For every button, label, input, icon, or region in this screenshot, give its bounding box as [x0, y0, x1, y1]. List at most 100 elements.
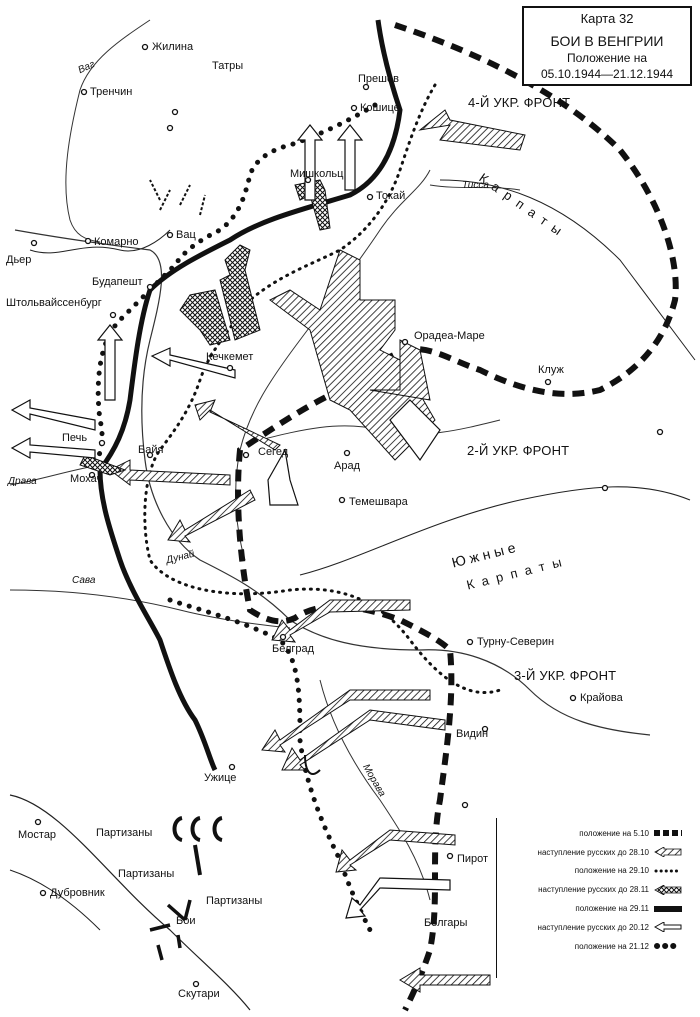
- legend-row-position-0510: положение на 5.10: [503, 824, 682, 843]
- city-label-komarno: Комарно: [94, 236, 139, 248]
- front-line-2112-south: [167, 597, 373, 933]
- advance-arrow-szeged: [194, 399, 281, 451]
- front-label-4ukr: 4-Й УКР. ФРОНТ: [468, 95, 571, 110]
- battle-label: Бои: [176, 915, 196, 927]
- partisan-symbol-2: [190, 816, 201, 842]
- front-label-3ukr: 3-Й УКР. ФРОНТ: [514, 668, 617, 683]
- front-line-2112: [92, 102, 378, 468]
- partisan-arrow-belgrade: [304, 754, 321, 775]
- advance-arrow-budapest: [219, 244, 261, 341]
- advance-arrow-west-1: [10, 398, 96, 431]
- river-vag: [65, 19, 151, 243]
- city-label-dyer: Дьер: [6, 254, 32, 266]
- map-subtitle-2: 05.10.1944—21.12.1944: [540, 67, 674, 81]
- map-title: БОИ В ВЕНГРИИ: [550, 33, 664, 49]
- advance-arrow-east: [418, 109, 526, 151]
- city-label-koshice: Кошице: [360, 102, 400, 114]
- city-label-mishkolts: Мишкольц: [290, 168, 344, 180]
- partisan-label-1: Партизаны: [96, 827, 153, 839]
- river-label-sava: Сава: [72, 575, 96, 586]
- map-title-box: Карта 32 БОИ В ВЕНГРИИ Положение на 05.1…: [522, 6, 692, 86]
- city-label-preshov: Прешов: [358, 73, 399, 85]
- map-subtitle-1: Положение на: [566, 51, 648, 65]
- border-east: [439, 179, 696, 361]
- front-line-2911: [97, 19, 403, 772]
- river-tisza-upper: [429, 184, 521, 191]
- advance-arrow-szeged-open: [267, 448, 299, 506]
- city-label-budapesht: Будапешт: [92, 276, 143, 288]
- city-label-pech: Печь: [62, 432, 88, 444]
- partisan-battle-arrows: [149, 899, 192, 961]
- advance-arrow-north-2: [336, 124, 364, 191]
- city-label-mostar: Мостар: [18, 829, 57, 841]
- city-label-uzhitse: Ужице: [204, 772, 237, 784]
- border-south-carpathian: [299, 486, 691, 576]
- advance-arrow-segedsouth: [167, 489, 256, 543]
- front-label-2ukr: 2-Й УКР. ФРОНТ: [467, 443, 570, 458]
- city-label-seged: Сегед: [258, 446, 289, 458]
- legend-symbol-hatched-arrow: [654, 847, 682, 858]
- city-label-pirot: Пирот: [457, 853, 489, 865]
- city-label-mohach: Мохач: [70, 473, 103, 485]
- coastline-adriatic: [9, 794, 251, 1011]
- legend-symbol-small-dots: [654, 869, 682, 873]
- legend-symbol-thick-dash: [654, 830, 682, 837]
- advance-arrow-stuhl: [96, 324, 124, 401]
- advance-arrow-south-2: [281, 709, 446, 771]
- city-label-kechkemet: Кечкемет: [206, 351, 254, 363]
- city-label-zhilina: Жилина: [152, 41, 194, 53]
- city-label-baya: Байя: [138, 444, 164, 456]
- city-label-krayova: Крайова: [580, 692, 623, 704]
- city-label-shtolvaissenburg: Штольвайссенбург: [6, 297, 102, 309]
- legend-symbol-solid-line: [654, 905, 682, 912]
- advance-arrow-kecs-open: [150, 347, 236, 379]
- city-label-dubrovnik: Дубровник: [50, 887, 105, 899]
- river-tisza: [235, 169, 431, 561]
- river-label-drava: Драва: [8, 476, 37, 487]
- legend-symbol-open-arrow: [654, 922, 682, 933]
- legend-row-position-2911: положение на 29.11: [503, 899, 682, 918]
- legend-symbol-big-dots: [654, 943, 682, 950]
- city-label-vidin: Видин: [456, 728, 489, 740]
- advance-arrow-north-1: [296, 124, 324, 201]
- front-line-2910: [143, 83, 502, 695]
- advance-arrow-south-1: [261, 689, 431, 753]
- city-label-kluzh: Клуж: [538, 364, 564, 376]
- advance-arrow-mohacs: [79, 454, 127, 476]
- river-morava: [319, 679, 431, 901]
- advance-arrow-pirot: [335, 829, 456, 873]
- legend-row-advance-2012: наступление русских до 20.12: [503, 918, 682, 937]
- river-sava: [9, 589, 291, 629]
- advance-arrow-west-2: [10, 436, 96, 460]
- advance-arrow-baja: [109, 459, 231, 486]
- legend-row-position-2112: положение на 21.12: [503, 937, 682, 956]
- city-label-vats: Вац: [176, 229, 196, 241]
- city-label-bolgary: Болгары: [424, 917, 468, 929]
- advance-arrow-pirot-open: [345, 877, 451, 919]
- city-label-belgrad: Белград: [272, 643, 315, 655]
- river-label-tisa: Тисса: [462, 180, 489, 191]
- city-label-oradea: Орадеа-Маре: [414, 330, 485, 342]
- region-label-tatry: Татры: [212, 60, 244, 72]
- map-number: Карта 32: [580, 11, 634, 26]
- partisan-arrow-south: [193, 844, 202, 876]
- advance-arrow-oradea-open: [389, 399, 441, 462]
- legend-row-advance-2810: наступление русских до 28.10: [503, 843, 682, 862]
- legend-symbol-crosshatch-arrow: [654, 884, 682, 895]
- city-markers: [30, 43, 664, 988]
- city-label-skutari: Скутари: [178, 988, 220, 1000]
- city-label-temeshvara: Темешвара: [349, 496, 408, 508]
- advance-arrow-belgrade: [271, 599, 411, 643]
- river-danube: [14, 229, 651, 736]
- partisan-label-2: Партизаны: [118, 868, 175, 880]
- city-label-trenchin: Тренчин: [90, 86, 133, 98]
- partisan-label-3: Партизаны: [206, 895, 263, 907]
- counter-arrow-1: [149, 179, 206, 216]
- legend-row-position-2910: положение на 29.10: [503, 862, 682, 881]
- legend-row-advance-2811: наступление русских до 28.11: [503, 880, 682, 899]
- partisan-symbol-3: [212, 816, 223, 842]
- city-label-arad: Арад: [334, 460, 360, 472]
- advance-arrow-kecskemet: [179, 289, 231, 346]
- advance-arrow-bolgary: [399, 967, 491, 993]
